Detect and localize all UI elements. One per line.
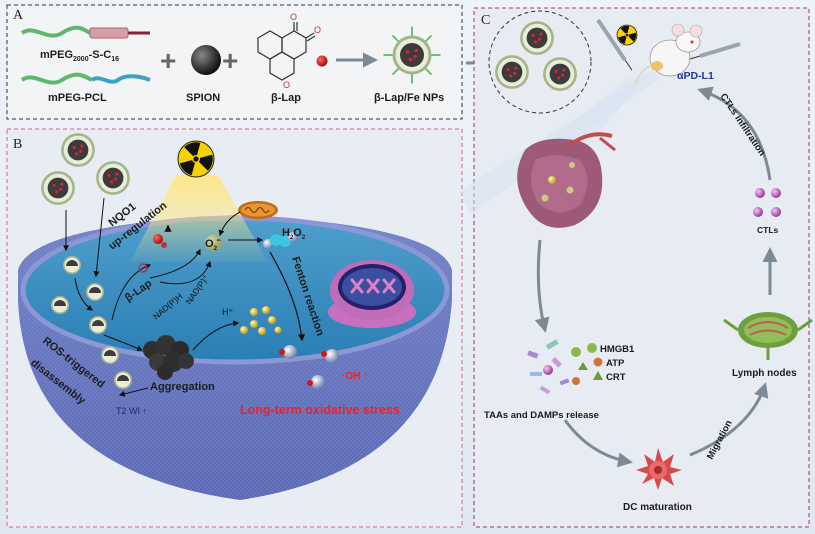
drug-molecule-dot <box>316 55 328 67</box>
tumor-to-release-arrow <box>534 239 550 333</box>
hydroxyl-label: ·OH ↑ <box>342 371 368 382</box>
blap-molecule-icon <box>138 263 148 273</box>
panel-c: C <box>460 7 813 528</box>
release-to-dc-arrow <box>563 419 633 468</box>
polymer-1-label: mPEG2000-S-C16 <box>40 49 119 63</box>
hmgb1-label: HMGB1 <box>600 344 635 355</box>
oxygen-atom-3: O <box>283 80 290 90</box>
c16-block <box>89 27 129 39</box>
tumor-icon <box>517 132 616 228</box>
oxidative-stress-label: Long-term oxidative stress <box>240 403 400 417</box>
crt-label: CRT <box>606 372 626 383</box>
nanoparticle-zoom-circle <box>488 10 592 114</box>
aggregation-arrow <box>192 320 240 351</box>
panel-c-border <box>473 7 810 528</box>
blap-release-arrow <box>111 263 152 321</box>
panel-a-border <box>6 4 463 120</box>
atp-label: ATP <box>606 358 625 369</box>
aggregation-cluster-icon <box>143 335 194 380</box>
oxygen-atom-2: O <box>314 25 321 35</box>
lymph-node-icon <box>723 312 813 360</box>
migration-arrow <box>689 382 769 457</box>
nucleus-icon <box>328 260 416 328</box>
h2o2-label: H2O2 <box>282 227 306 241</box>
syringe-icon-2 <box>689 42 741 60</box>
panel-b: B <box>6 128 463 528</box>
np-zoom-3 <box>543 57 577 91</box>
nqo1-enzyme-icon-2 <box>161 242 167 248</box>
dc-cell-icon <box>636 448 682 490</box>
drug-label: β-Lap <box>271 92 301 104</box>
panel-c-letter: C <box>481 13 490 28</box>
peg-chain-2 <box>20 72 93 85</box>
superoxide-glow <box>205 235 221 251</box>
hmgb1-legend-icon <box>587 343 597 353</box>
atp-legend-icon <box>593 357 603 367</box>
taas-release-icon <box>527 339 588 395</box>
cell-cytoplasm <box>23 218 447 362</box>
ctl-infiltration-arrow <box>697 86 772 181</box>
fenton-arrow <box>269 251 306 342</box>
hydroxyl-radicals-icon <box>279 345 339 389</box>
mouse-icon <box>634 23 703 86</box>
redox-arrow-1 <box>149 248 201 279</box>
ctls-label: CTLs <box>757 225 779 235</box>
superoxide-label: O2•- <box>205 238 221 252</box>
np-zoom-2 <box>495 55 529 89</box>
mito-arrow <box>218 211 241 237</box>
panel-a-letter: A <box>13 8 24 23</box>
spion-label: SPION <box>186 92 220 104</box>
panel-b-letter: B <box>13 137 22 152</box>
spion-icon <box>191 45 221 75</box>
redox-arrow-2 <box>159 260 212 285</box>
peg-chain-1 <box>20 25 92 38</box>
polymer-2-label: mPEG-PCL <box>48 92 107 104</box>
radiation-icon-small <box>616 24 638 46</box>
t2wi-arrow <box>118 387 149 397</box>
product-label: β-Lap/Fe NPs <box>374 92 444 104</box>
h2o2-molecule-icon <box>263 232 298 249</box>
apdl1-label: αPD-L1 <box>677 70 714 82</box>
panel-a: A mPEG2000-S-C16 mPEG-PCL + SPION + O O … <box>6 4 463 120</box>
lymph-nodes-label: Lymph nodes <box>732 368 797 379</box>
oxygen-atom-1: O <box>290 12 297 22</box>
beta-lap-structure-icon <box>257 22 316 81</box>
crt-legend-icon <box>593 371 603 380</box>
plus-sign-2: + <box>222 45 238 76</box>
to-aggregation-arrow <box>103 334 144 352</box>
uptake-arrow-3 <box>74 277 93 311</box>
plus-sign-1: + <box>160 45 176 76</box>
radiation-icon <box>177 140 215 178</box>
nqo1-enzyme-icon <box>153 234 163 244</box>
pcl-chain <box>90 74 151 84</box>
t2wi-label: T2 WI ↑ <box>116 406 147 416</box>
np-zoom-1 <box>520 21 554 55</box>
dc-maturation-label: DC maturation <box>623 502 692 513</box>
uptake-arrow-2 <box>93 197 105 278</box>
aggregation-label: Aggregation <box>150 381 215 393</box>
product-nanoparticle-icon <box>383 26 441 84</box>
hplus-label: H⁺ <box>222 307 233 317</box>
syringe-icon <box>596 18 633 71</box>
iron-ions-icon <box>240 306 282 335</box>
mitochondrion-icon <box>238 201 278 219</box>
ctl-cells-icon <box>753 188 781 217</box>
taas-label: TAAs and DAMPs release <box>484 410 599 421</box>
